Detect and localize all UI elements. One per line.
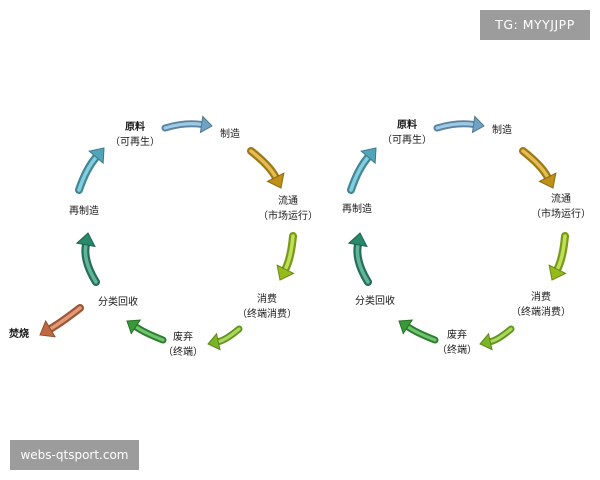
arrow-remanufacture-to-raw [75,147,105,194]
left-node-raw-material: 原料 （可再生） [110,122,160,148]
right-node-circulation: 流通 （市场运行） [531,194,591,220]
arrow-consumption-to-waste [479,325,515,351]
arrow-manufacture-to-circulation [247,147,285,189]
diagram-left-arrows [39,115,297,351]
right-node-manufacture: 制造 [492,125,512,136]
right-node-waste: 废弃 （终端） [437,330,477,356]
arrow-sorting-to-remanufacture [347,232,372,286]
arrow-manufacture-to-circulation [519,147,557,189]
left-node-remanufacture: 再制造 [69,206,99,217]
arrow-circulation-to-consumption [276,232,297,281]
arrow-raw-to-manufacture [433,115,485,134]
arrow-waste-to-sorting [126,319,167,344]
arrow-sorting-to-incineration [39,304,84,338]
arrow-consumption-to-waste [207,325,243,351]
right-node-sorting-recycling: 分类回收 [355,296,395,307]
diagram-right-arrows [347,115,569,351]
left-node-waste: 废弃 （终端） [163,332,203,358]
watermark-website-badge: webs-qtsport.com [10,440,139,470]
arrow-remanufacture-to-raw [347,147,377,194]
arrow-waste-to-sorting [398,319,439,344]
left-node-consumption: 消费 （终端消费） [237,294,297,320]
arrow-circulation-to-consumption [548,232,569,281]
left-node-sorting-recycling: 分类回收 [98,297,138,308]
left-node-circulation: 流通 （市场运行） [258,196,318,222]
left-node-manufacture: 制造 [220,129,240,140]
right-node-remanufacture: 再制造 [342,204,372,215]
right-node-raw-material: 原料 （可再生） [382,120,432,146]
right-node-consumption: 消费 （终端消费） [511,292,571,318]
watermark-tg-badge: TG: MYYJJPP [480,10,590,40]
arrow-raw-to-manufacture [161,115,213,134]
arrow-sorting-to-remanufacture [75,232,100,286]
left-node-incineration: 焚烧 [9,329,29,340]
